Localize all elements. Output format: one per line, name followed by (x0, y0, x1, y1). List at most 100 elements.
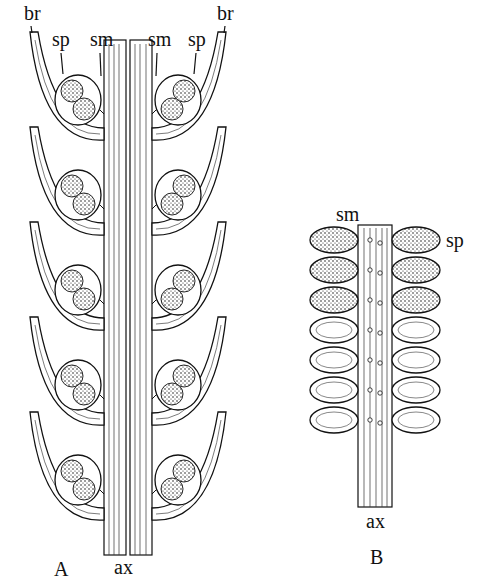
axis-strip (130, 40, 152, 555)
sporangium-wall (398, 382, 434, 398)
axis-dot (378, 421, 382, 425)
megaspore (73, 193, 95, 215)
bract (152, 222, 226, 330)
axis-fibre (376, 228, 377, 507)
megaspore (73, 478, 95, 500)
leader-lines (31, 26, 225, 76)
sporangium (310, 257, 358, 283)
megaspore (161, 383, 183, 405)
stalk (100, 395, 104, 399)
sporangium (310, 227, 358, 253)
part-label: ax (114, 556, 133, 578)
part-label: br (24, 2, 41, 24)
axis-fibre (387, 228, 388, 507)
axis-dot (378, 331, 382, 335)
bract-vein (35, 135, 100, 229)
axis-fibre (146, 44, 147, 555)
sporangium-wall (398, 352, 434, 368)
axis-fibre (114, 44, 115, 555)
megaspore (73, 98, 95, 120)
bract (30, 412, 104, 520)
axis-dot (378, 301, 382, 305)
axis-fibre (140, 44, 141, 555)
axis-fibre (109, 44, 110, 555)
axis-dot (368, 298, 372, 302)
sporangium-wall (316, 412, 352, 428)
sporangium (55, 75, 101, 125)
sporangium (55, 360, 101, 410)
sporangium-wall (398, 412, 434, 428)
sporangium (310, 287, 358, 313)
sporangium-wall (398, 322, 434, 338)
bract (30, 222, 104, 330)
part-label: A (54, 558, 68, 580)
bract-vein (35, 325, 100, 419)
part-label: sp (52, 28, 70, 50)
sporangium (392, 227, 440, 253)
leader-line (31, 26, 32, 33)
axis-dot (368, 358, 372, 362)
bract-vein (35, 420, 100, 514)
sporangium (155, 265, 201, 315)
axis-strip (104, 40, 126, 555)
sporangium-wall (316, 352, 352, 368)
bract (152, 412, 226, 520)
stalk (100, 300, 104, 304)
part-label: sm (336, 203, 359, 225)
bract (30, 317, 104, 425)
bract-vein (35, 40, 100, 134)
sporangium (392, 317, 440, 343)
sporangium (155, 170, 201, 220)
axis-dot (368, 328, 372, 332)
stalk (152, 395, 156, 399)
sporangium (392, 377, 440, 403)
axis-dot (368, 268, 372, 272)
sporangium (155, 360, 201, 410)
leader-line (156, 53, 157, 76)
leader-line (194, 53, 196, 74)
sporangium (392, 347, 440, 373)
axis-dot (378, 271, 382, 275)
sporangium (55, 170, 101, 220)
part-label: ax (366, 510, 385, 532)
sporangium (55, 455, 101, 505)
part-label: B (370, 546, 383, 568)
axis-dot (368, 388, 372, 392)
sporangium (392, 257, 440, 283)
axis-fibre (364, 228, 365, 507)
bract (152, 127, 226, 235)
sporangium (310, 377, 358, 403)
part-label: br (217, 2, 234, 24)
section-b (310, 225, 440, 507)
leader-line (224, 26, 225, 33)
axis-fibre (119, 44, 120, 555)
bract-vein (156, 135, 221, 229)
part-label: sm (148, 28, 171, 50)
sporangium (392, 407, 440, 433)
axis-fibre (382, 228, 383, 507)
stalk (152, 110, 156, 114)
part-label: sp (446, 229, 464, 251)
bract-vein (156, 420, 221, 514)
leader-line (100, 53, 101, 76)
megaspore (161, 193, 183, 215)
leader-line (61, 53, 63, 74)
axis-fibre (135, 44, 136, 555)
sporangium (155, 75, 201, 125)
section-a (30, 32, 226, 555)
axis-dot (378, 361, 382, 365)
sporangium-wall (316, 322, 352, 338)
megaspore (161, 98, 183, 120)
stalk (100, 205, 104, 209)
bract-vein (156, 40, 221, 134)
axis-dot (368, 418, 372, 422)
megaspore (161, 288, 183, 310)
stalk (152, 205, 156, 209)
bract-vein (35, 230, 100, 324)
bract (30, 127, 104, 235)
stalk (100, 490, 104, 494)
sporangium (310, 347, 358, 373)
stalk (152, 490, 156, 494)
axis-dot (378, 241, 382, 245)
